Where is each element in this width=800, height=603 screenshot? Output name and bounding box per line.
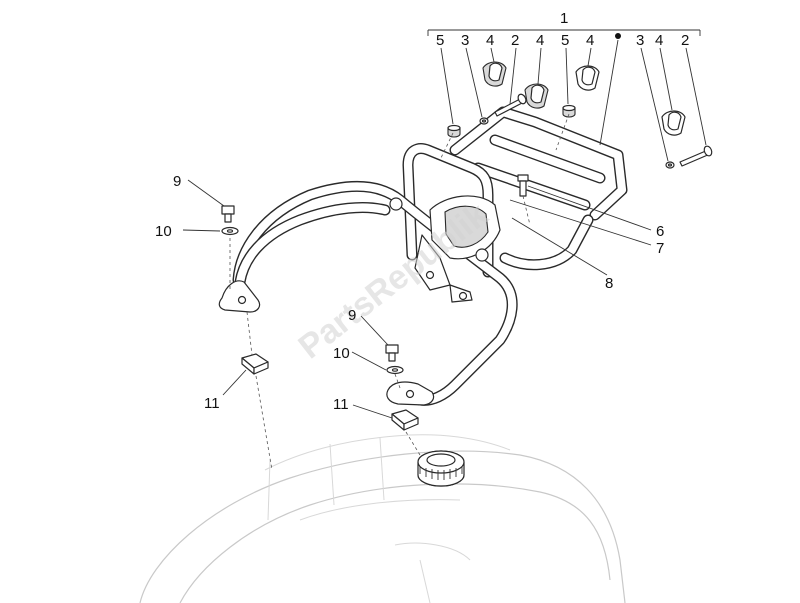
- bushing-4-b: [524, 83, 549, 109]
- clip-nut-middle: [391, 409, 419, 431]
- label-top-4a: 4: [486, 32, 494, 49]
- label-11-left: 11: [204, 395, 220, 412]
- leader-lines: [182, 29, 707, 471]
- label-7: 7: [656, 240, 664, 257]
- washer-3-right: [665, 161, 675, 169]
- cap-5-left: [447, 124, 461, 138]
- label-top-4d: 4: [655, 32, 663, 49]
- label-10-left: 10: [155, 223, 172, 240]
- bolt-middle: [385, 344, 399, 362]
- washer-left: [221, 226, 239, 236]
- washer-3-left: [479, 117, 489, 125]
- label-top-4b: 4: [536, 32, 544, 49]
- label-9-mid: 9: [348, 307, 356, 324]
- label-11-mid: 11: [333, 396, 349, 413]
- cap-5-right: [562, 104, 576, 118]
- watermark: PartsRepublik: [292, 196, 496, 367]
- rear-rack: [218, 106, 628, 406]
- bolt-left: [221, 205, 235, 223]
- bushing-4-d: [661, 110, 686, 136]
- label-8: 8: [605, 275, 613, 292]
- label-top-5b: 5: [561, 32, 569, 49]
- assembly-dot: [615, 33, 621, 39]
- bushing-4-a: [482, 61, 507, 87]
- clip-nut-left: [241, 353, 269, 375]
- label-top-2a: 2: [511, 32, 519, 49]
- label-10-mid: 10: [333, 345, 350, 362]
- label-top-5a: 5: [436, 32, 444, 49]
- scooter-body-ghost: [139, 434, 626, 603]
- label-6: 6: [656, 223, 664, 240]
- pin-2-right: [679, 145, 713, 167]
- label-9-left: 9: [173, 173, 181, 190]
- label-assembly-1: 1: [560, 10, 568, 27]
- washer-middle: [386, 365, 404, 375]
- label-top-3b: 3: [636, 32, 644, 49]
- bolt-6: [517, 174, 529, 197]
- label-top-4c: 4: [586, 32, 594, 49]
- label-top-3a: 3: [461, 32, 469, 49]
- callout-labels: 1 5 3 4 2 4 5 4 3 4 2 6 7 8 9 10 11 9 10…: [155, 10, 689, 413]
- pin-2-left: [494, 93, 527, 117]
- fuel-cap: [417, 450, 465, 487]
- bushing-4-c: [575, 65, 600, 91]
- label-top-2b: 2: [681, 32, 689, 49]
